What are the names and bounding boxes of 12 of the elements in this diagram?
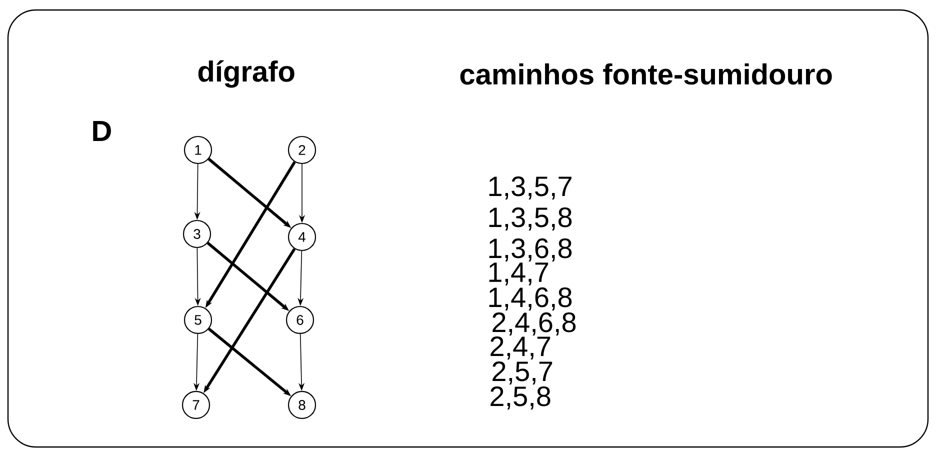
- path-sequence: 2,4,7: [490, 336, 550, 360]
- graph-label: D: [93, 121, 111, 141]
- path-sequence: 1,4,7: [489, 262, 548, 286]
- path-sequence: 1,4,6,8: [489, 287, 572, 311]
- path-sequence: 2,4,6,8: [492, 312, 576, 336]
- path-sequence: 1,3,5,7: [489, 176, 572, 200]
- column-heading: dígrafo: [198, 60, 294, 88]
- path-sequence: 2,5,7: [492, 361, 552, 385]
- path-sequence: 1,3,6,8: [489, 238, 572, 262]
- path-sequence: 1,3,5,8: [489, 207, 572, 231]
- path-sequence: 2,5,8: [490, 386, 550, 410]
- column-heading: caminhos fonte-sumidouro: [460, 63, 832, 85]
